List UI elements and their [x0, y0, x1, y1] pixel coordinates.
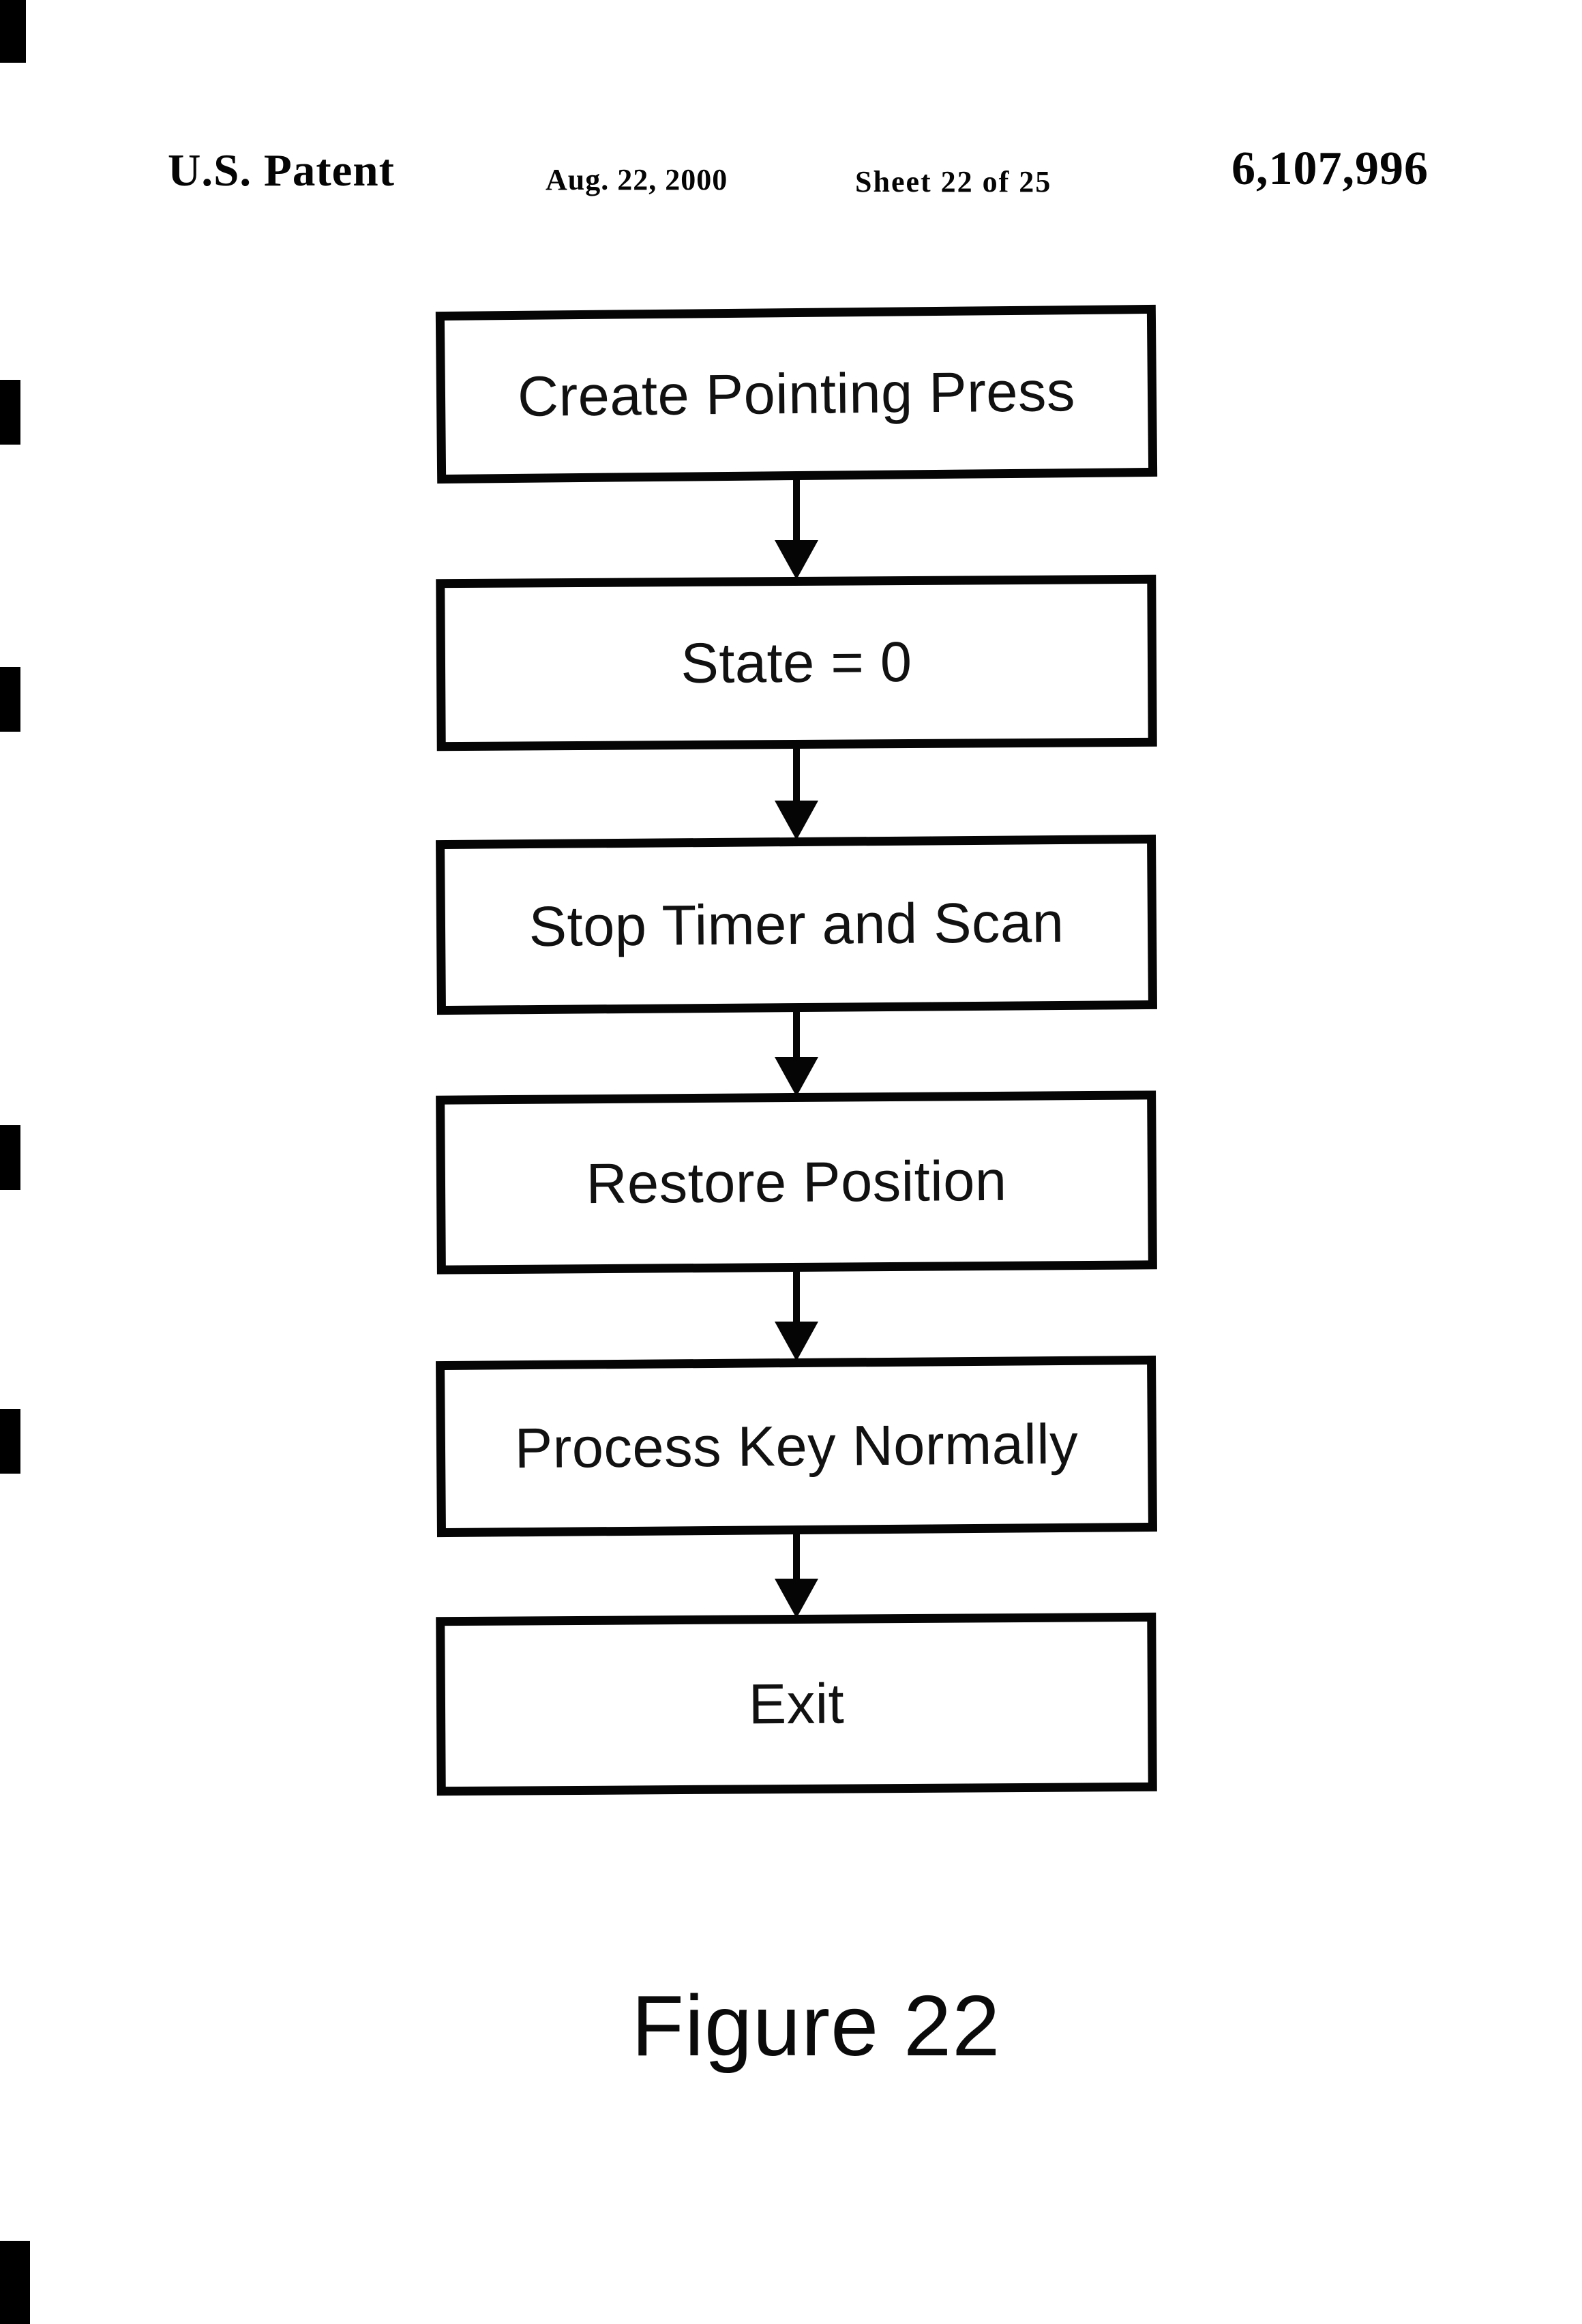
patent-header-number: 6,107,996: [1232, 143, 1429, 195]
flow-step-create-pointing-press: Create Pointing Press: [435, 304, 1158, 484]
scan-artifact: [0, 380, 20, 445]
arrow-stem: [793, 1009, 800, 1061]
down-arrow-icon: [756, 1009, 837, 1097]
arrow-stem: [793, 1270, 800, 1326]
flow-step-process-key-normally: Process Key Normally: [436, 1355, 1157, 1538]
down-arrow-icon: [756, 1270, 837, 1361]
patent-header-sheet: Sheet 22 of 25: [855, 165, 1052, 198]
scan-artifact: [0, 667, 20, 732]
arrow-stem: [793, 1532, 800, 1583]
arrow-head: [775, 1057, 818, 1097]
arrow-head: [775, 1322, 818, 1361]
arrow-head: [775, 1579, 818, 1618]
scan-artifact: [0, 1125, 20, 1190]
flow-step-exit: Exit: [436, 1612, 1157, 1796]
down-arrow-icon: [756, 746, 837, 840]
flow-step-stop-timer-and-scan: Stop Timer and Scan: [436, 834, 1157, 1015]
down-arrow-icon: [756, 1532, 837, 1618]
flow-step-restore-position: Restore Position: [436, 1090, 1157, 1275]
scan-artifact: [0, 2241, 30, 2324]
arrow-stem: [793, 746, 800, 805]
patent-header-title: U.S. Patent: [168, 145, 395, 196]
arrow-stem: [793, 477, 800, 544]
down-arrow-icon: [756, 477, 837, 580]
patent-header-date: Aug. 22, 2000: [546, 163, 728, 196]
scan-artifact: [0, 1409, 20, 1474]
flow-step-state-0: State = 0: [436, 574, 1157, 751]
arrow-head: [775, 801, 818, 840]
scan-artifact: [0, 0, 26, 63]
arrow-head: [775, 540, 818, 580]
figure-caption: Figure 22: [631, 1978, 1001, 2074]
